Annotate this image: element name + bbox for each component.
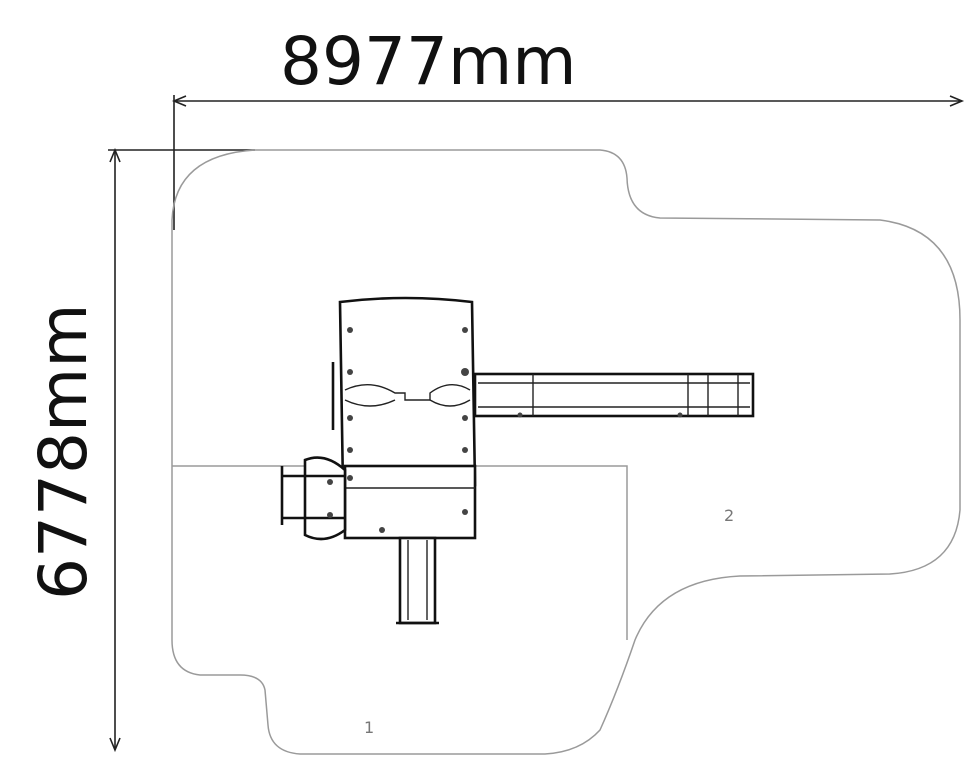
height-arrow-bottom bbox=[109, 737, 121, 753]
bolt bbox=[462, 509, 468, 515]
width-arrow-right bbox=[949, 95, 965, 107]
bolt bbox=[347, 415, 353, 421]
bolt bbox=[462, 327, 468, 333]
deck-crossbar-lower bbox=[344, 399, 396, 407]
lower-deck bbox=[343, 464, 477, 540]
horizontal-bridge bbox=[473, 372, 755, 418]
bolt bbox=[461, 368, 469, 376]
width-dimension: 8977mm bbox=[171, 23, 965, 230]
safety-zone-outline: 1 2 bbox=[171, 149, 961, 755]
left-ladder bbox=[303, 456, 347, 541]
zone-label-1: 1 bbox=[364, 718, 374, 737]
height-dimension: 6778mm bbox=[25, 147, 255, 753]
zone-boundary bbox=[171, 149, 961, 755]
bolt bbox=[462, 415, 468, 421]
vertical-slide bbox=[398, 536, 437, 625]
play-structure bbox=[280, 296, 755, 625]
bolt bbox=[327, 512, 333, 518]
bolt bbox=[347, 369, 353, 375]
width-label: 8977mm bbox=[280, 23, 577, 100]
bolt bbox=[347, 327, 353, 333]
deck-crossbar bbox=[344, 384, 471, 401]
bolt bbox=[347, 447, 353, 453]
deck-crossbar-lower-right bbox=[429, 399, 471, 407]
upper-deck bbox=[338, 296, 477, 490]
bolt bbox=[462, 447, 468, 453]
bolt bbox=[677, 412, 683, 418]
bolt bbox=[517, 412, 523, 418]
bolt bbox=[327, 479, 333, 485]
bolt bbox=[347, 475, 353, 481]
bolt bbox=[379, 527, 385, 533]
zone-label-2: 2 bbox=[724, 506, 734, 525]
height-label: 6778mm bbox=[25, 303, 102, 600]
